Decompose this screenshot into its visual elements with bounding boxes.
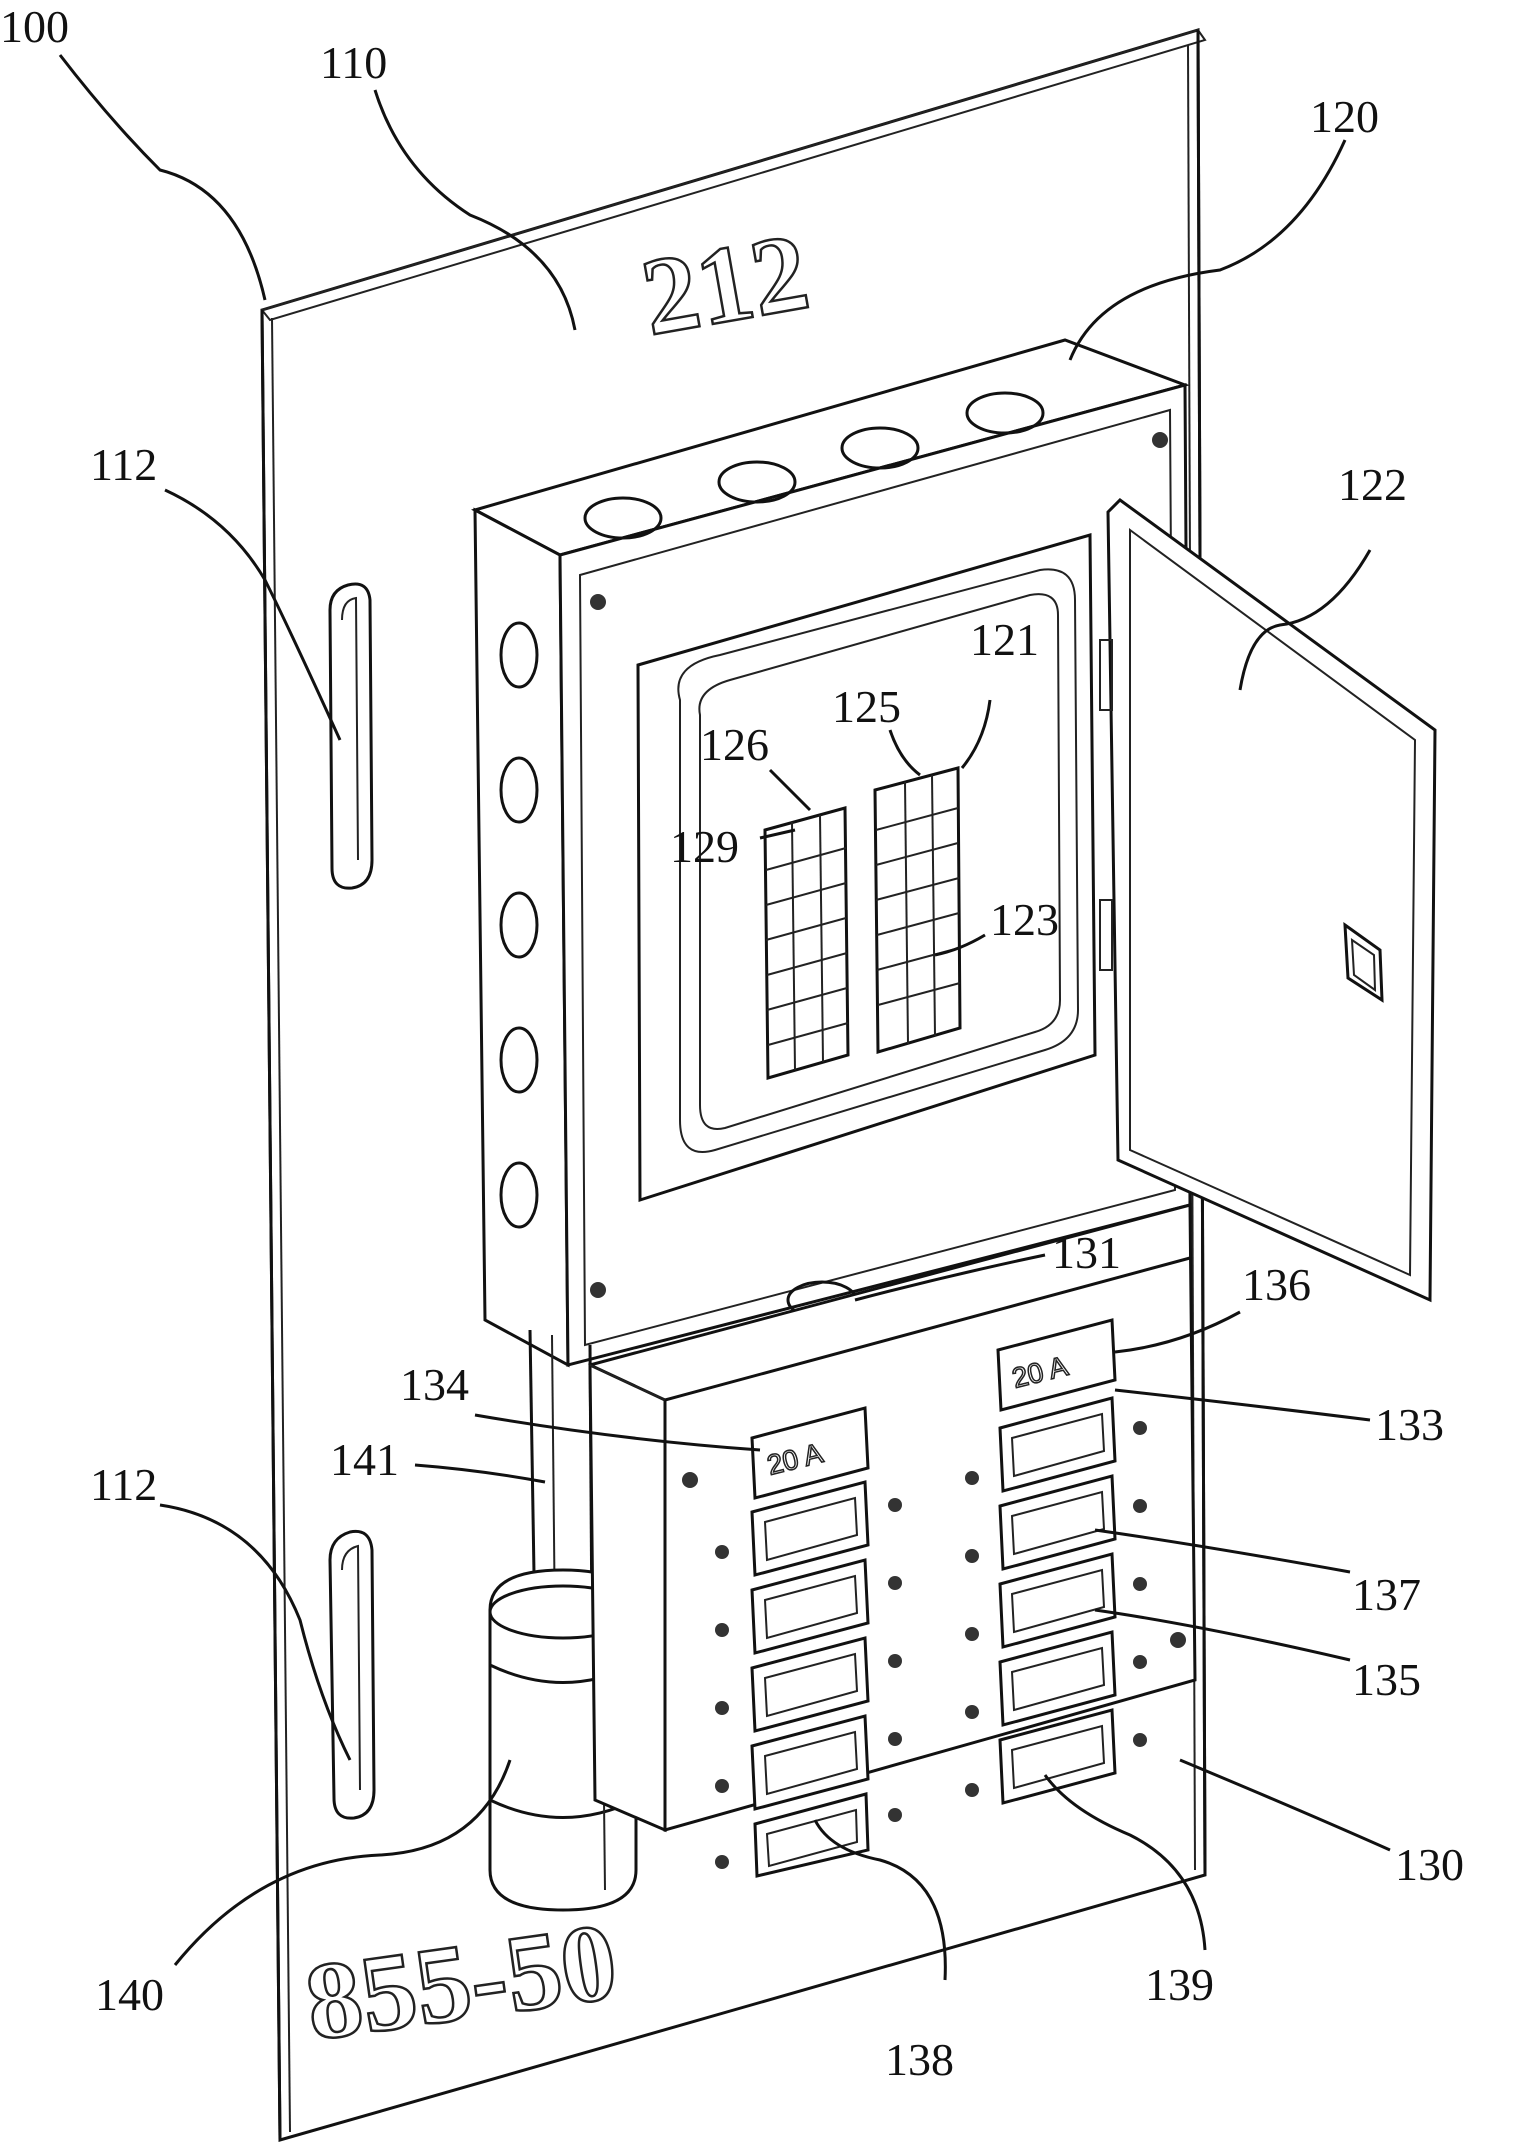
ref-112-lower: 112 (90, 1459, 157, 1510)
ref-125: 125 (832, 681, 901, 732)
ref-121: 121 (970, 614, 1039, 665)
ref-130: 130 (1395, 1839, 1464, 1890)
ref-129: 129 (670, 821, 739, 872)
ref-136: 136 (1242, 1259, 1311, 1310)
ref-110: 110 (320, 37, 387, 88)
ref-123: 123 (990, 894, 1059, 945)
ref-137: 137 (1352, 1569, 1421, 1620)
ref-140: 140 (95, 1969, 164, 2020)
ref-138: 138 (885, 2034, 954, 2085)
ref-131: 131 (1052, 1227, 1121, 1278)
breaker-column-right (875, 768, 960, 1052)
ref-126: 126 (700, 719, 769, 770)
ref-134: 134 (400, 1359, 469, 1410)
ref-120: 120 (1310, 91, 1379, 142)
ref-100: 100 (0, 1, 69, 52)
breaker-column-left (765, 808, 848, 1078)
ref-141: 141 (330, 1434, 399, 1485)
ref-135: 135 (1352, 1654, 1421, 1705)
ref-122: 122 (1338, 459, 1407, 510)
ref-139: 139 (1145, 1959, 1214, 2010)
ref-133: 133 (1375, 1399, 1444, 1450)
ref-112-upper: 112 (90, 439, 157, 490)
